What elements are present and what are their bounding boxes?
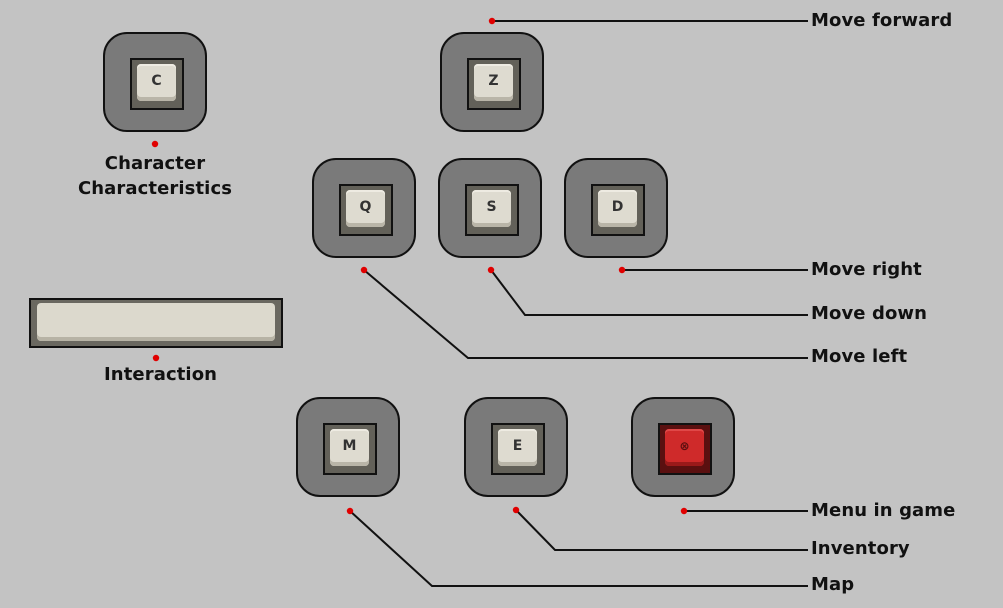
key-s-well: S	[465, 184, 519, 236]
label-inventory: Inventory	[811, 538, 910, 559]
key-d-cap: D	[598, 190, 637, 227]
label-move-right: Move right	[811, 259, 922, 280]
key-z-well: Z	[467, 58, 521, 110]
connector-line-move-left	[363, 269, 808, 359]
key-q-well: Q	[339, 184, 393, 236]
anchor-dot-move-left	[360, 266, 368, 274]
label-interaction: Interaction	[104, 364, 218, 385]
label-character-characteristics: Character Characteristics	[70, 151, 240, 201]
key-m: M	[296, 397, 400, 497]
label-map: Map	[811, 574, 855, 595]
key-z-cap: Z	[474, 64, 513, 101]
key-c: C	[103, 32, 207, 132]
key-m-cap: M	[330, 429, 369, 466]
key-c-well: C	[130, 58, 184, 110]
key-escape-well: ⊗	[658, 423, 712, 475]
connector-line-move-down	[490, 269, 808, 316]
key-e: E	[464, 397, 568, 497]
key-q-cap: Q	[346, 190, 385, 227]
anchor-dot-move-down	[487, 266, 495, 274]
label-move-forward: Move forward	[811, 10, 953, 31]
connector-line-inventory	[515, 509, 808, 551]
escape-icon: ⊗	[665, 429, 704, 466]
key-s-cap: S	[472, 190, 511, 227]
connector-line-map	[349, 510, 808, 587]
anchor-dot-move-forward	[488, 17, 496, 25]
key-space-cap	[37, 303, 275, 341]
key-space	[29, 298, 283, 348]
label-menu-in-game: Menu in game	[811, 500, 956, 521]
label-character-line2: Characteristics	[77, 178, 233, 199]
key-m-well: M	[323, 423, 377, 475]
anchor-dot-character	[151, 140, 159, 148]
anchor-dot-interaction	[152, 354, 160, 362]
label-move-down: Move down	[811, 303, 928, 324]
key-q: Q	[312, 158, 416, 258]
anchor-dot-move-right	[618, 266, 626, 274]
key-d: D	[564, 158, 668, 258]
key-escape: ⊗	[631, 397, 735, 497]
key-d-well: D	[591, 184, 645, 236]
key-e-well: E	[491, 423, 545, 475]
key-c-cap: C	[137, 64, 176, 101]
label-character-line1: Character	[104, 153, 206, 174]
key-z: Z	[440, 32, 544, 132]
anchor-dot-inventory	[512, 506, 520, 514]
key-s: S	[438, 158, 542, 258]
key-e-cap: E	[498, 429, 537, 466]
label-move-left: Move left	[811, 346, 908, 367]
anchor-dot-menu	[680, 507, 688, 515]
anchor-dot-map	[346, 507, 354, 515]
